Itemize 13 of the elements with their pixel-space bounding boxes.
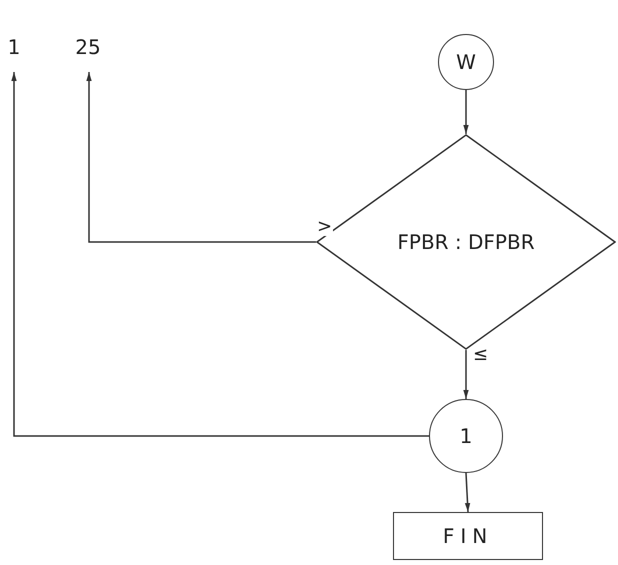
- node-text: 1: [460, 423, 472, 450]
- node-text: 1: [8, 34, 20, 61]
- arrow: [464, 472, 470, 512]
- arrow: [463, 90, 469, 134]
- node-text: FIN: [442, 523, 494, 550]
- node-text: 25: [75, 34, 101, 61]
- arrow: [86, 72, 316, 243]
- node-text: FPBR : DFPBR: [397, 229, 535, 256]
- node-text: W: [456, 49, 476, 76]
- arrow: [11, 72, 429, 437]
- terminal-box: [393, 512, 543, 560]
- decision-diamond: [316, 134, 616, 350]
- arrow: [463, 350, 469, 399]
